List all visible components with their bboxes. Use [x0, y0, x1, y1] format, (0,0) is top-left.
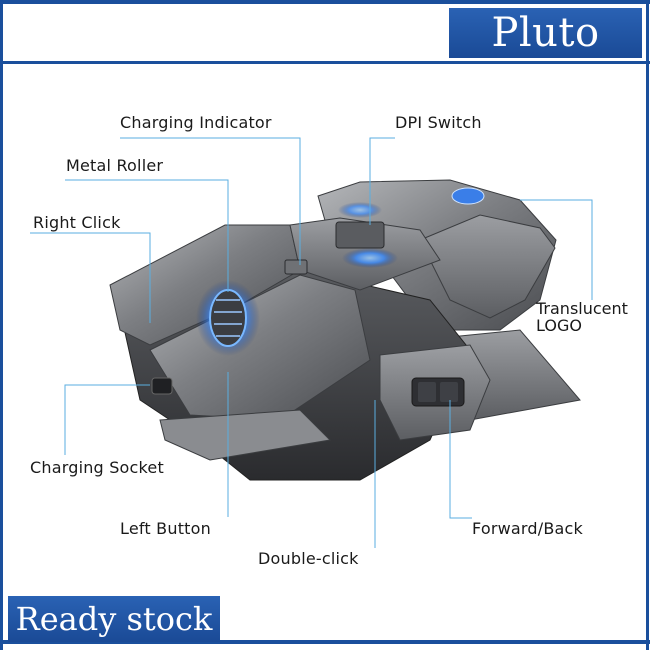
frame-top-right-line — [0, 61, 650, 64]
brand-logo: Pluto — [449, 8, 642, 58]
callout-lines — [30, 137, 593, 548]
charging-socket — [151, 377, 173, 395]
label-right-click: Right Click — [33, 213, 121, 232]
ready-stock-banner: Ready stock — [8, 596, 220, 642]
label-double-click: Double-click — [258, 549, 359, 568]
right-button-panel — [109, 224, 301, 346]
label-charging-indicator: Charging Indicator — [120, 113, 272, 132]
label-left-button: Left Button — [120, 519, 211, 538]
scroll-wheel — [209, 289, 247, 347]
charging-indicator-led — [284, 259, 308, 275]
label-translucent-line2: LOGO — [536, 316, 582, 335]
dpi-switch — [335, 221, 385, 249]
label-translucent-line1: Translucent — [536, 299, 628, 318]
frame-bottom-line — [0, 640, 650, 644]
rear-right-fin — [419, 214, 556, 319]
translucent-logo — [451, 187, 485, 205]
label-dpi-switch: DPI Switch — [395, 113, 482, 132]
left-button-panel — [149, 274, 371, 421]
label-forward-back: Forward/Back — [472, 519, 583, 538]
label-metal-roller: Metal Roller — [66, 156, 164, 175]
frame-left-line — [0, 0, 3, 650]
front-lip — [159, 409, 332, 461]
frame-right-line — [646, 0, 649, 650]
label-charging-socket: Charging Socket — [30, 458, 164, 477]
label-translucent-logo: Translucent LOGO — [536, 300, 628, 334]
frame-top-line — [0, 0, 650, 4]
